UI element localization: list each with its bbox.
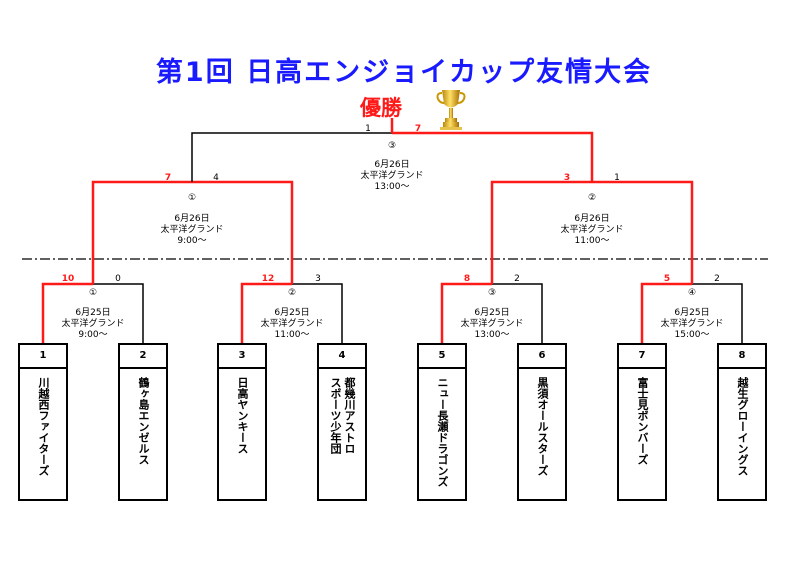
- sf1-venue: 太平洋グランド: [160, 225, 224, 235]
- team-name: 富士見ボンバーズ: [636, 377, 649, 465]
- sf1-match-number: ①: [187, 193, 197, 203]
- sf2-score-left: 3: [563, 173, 571, 183]
- team-number: 4: [319, 345, 365, 369]
- sf2-time: 11:00～: [574, 236, 610, 246]
- r1-m4-right: [692, 283, 743, 343]
- trophy-icon: [436, 90, 466, 130]
- team-box-4: 4 都幾川アストロ スポーツ少年団: [317, 343, 367, 501]
- r1-m2-score-right: 3: [315, 274, 321, 284]
- team-box-1: 1 川越西ファイターズ: [18, 343, 68, 501]
- r1-m2-match-number: ②: [287, 288, 297, 298]
- r1-m3-time: 13:00～: [474, 330, 510, 340]
- team-number: 5: [419, 345, 465, 369]
- r1-m4-venue: 太平洋グランド: [660, 319, 724, 329]
- r1-m4-left: [640, 282, 692, 343]
- team-number: 3: [219, 345, 265, 369]
- final-info: 6月26日 太平洋グランド 13:00～: [360, 160, 423, 193]
- team-name: 都幾川アストロ スポーツ少年団: [329, 377, 356, 454]
- r1-m1-score-left: 10: [61, 274, 75, 284]
- r1-m1-venue: 太平洋グランド: [61, 319, 125, 329]
- r1-m1-time: 9:00～: [78, 330, 108, 340]
- team-name: 越生グローイングス: [736, 377, 749, 476]
- tournament-title: 第1回 日高エンジョイカップ友情大会: [155, 57, 653, 88]
- r1-m4-match-number: ④: [687, 288, 697, 298]
- r1-m3-date: 6月25日: [474, 308, 510, 318]
- sf1-time: 9:00～: [177, 236, 207, 246]
- r1-m1-info: 6月25日 太平洋グランド 9:00～: [61, 308, 124, 341]
- final-date: 6月26日: [374, 160, 410, 170]
- team-number: 8: [719, 345, 765, 369]
- r1-m3-score-right: 2: [514, 274, 520, 284]
- team-name: 川越西ファイターズ: [37, 377, 50, 476]
- r1-m2-right: [292, 283, 343, 343]
- r1-m1-left: [41, 282, 93, 343]
- sf1-left: [91, 180, 192, 284]
- sf1-date: 6月26日: [174, 214, 210, 224]
- r1-m2-date: 6月25日: [274, 308, 310, 318]
- sf2-left: [490, 180, 592, 284]
- team-number: 2: [120, 345, 166, 369]
- sf1-score-right: 4: [213, 173, 219, 183]
- r1-m4-info: 6月25日 太平洋グランド 15:00～: [660, 308, 723, 341]
- sf1-score-left: 7: [164, 173, 172, 183]
- sf2-info: 6月26日 太平洋グランド 11:00～: [560, 214, 623, 247]
- team-box-7: 7 富士見ボンバーズ: [617, 343, 667, 501]
- final-score-left: 1: [365, 124, 371, 134]
- final-venue: 太平洋グランド: [360, 171, 424, 181]
- sf2-date: 6月26日: [574, 214, 610, 224]
- r1-m1-score-right: 0: [115, 274, 121, 284]
- team-name: 黒須オールスターズ: [536, 377, 549, 476]
- r1-m4-date: 6月25日: [674, 308, 710, 318]
- sf2-venue: 太平洋グランド: [560, 225, 624, 235]
- final-time: 13:00～: [374, 182, 410, 192]
- team-box-8: 8 越生グローイングス: [717, 343, 767, 501]
- r1-m2-score-left: 12: [261, 274, 275, 284]
- r1-m3-right: [492, 283, 543, 343]
- sf2-score-right: 1: [614, 173, 620, 183]
- r1-m4-score-right: 2: [714, 274, 720, 284]
- team-name: 日高ヤンキース: [236, 377, 249, 454]
- r1-m3-info: 6月25日 太平洋グランド 13:00～: [460, 308, 523, 341]
- r1-m4-score-left: 5: [663, 274, 671, 284]
- sf2-right: [592, 180, 694, 284]
- r1-m2-left: [240, 282, 292, 343]
- r1-m2-venue: 太平洋グランド: [260, 319, 324, 329]
- winner-label: 優勝: [360, 96, 402, 120]
- sf1-right: [192, 180, 294, 284]
- r1-m1-right: [93, 283, 144, 343]
- r1-m3-score-left: 8: [463, 274, 471, 284]
- team-name: ニュー長瀬ドラゴンズ: [436, 377, 449, 487]
- r1-m3-match-number: ③: [487, 288, 497, 298]
- team-box-5: 5 ニュー長瀬ドラゴンズ: [417, 343, 467, 501]
- team-number: 7: [619, 345, 665, 369]
- team-name: 鶴ヶ島エンゼルス: [137, 377, 150, 465]
- team-number: 6: [519, 345, 565, 369]
- team-box-2: 2 鶴ヶ島エンゼルス: [118, 343, 168, 501]
- team-box-3: 3 日高ヤンキース: [217, 343, 267, 501]
- sf2-match-number: ②: [587, 193, 597, 203]
- r1-m2-time: 11:00～: [274, 330, 310, 340]
- r1-m3-venue: 太平洋グランド: [460, 319, 524, 329]
- sf1-info: 6月26日 太平洋グランド 9:00～: [160, 214, 223, 247]
- final-left: [191, 132, 392, 182]
- final-right: [392, 131, 594, 182]
- r1-m3-left: [440, 282, 492, 343]
- r1-m4-time: 15:00～: [674, 330, 710, 340]
- team-box-6: 6 黒須オールスターズ: [517, 343, 567, 501]
- final-match-number: ③: [387, 141, 397, 151]
- r1-m1-match-number: ①: [88, 288, 98, 298]
- r1-m2-info: 6月25日 太平洋グランド 11:00～: [260, 308, 323, 341]
- r1-m1-date: 6月25日: [75, 308, 111, 318]
- team-number: 1: [20, 345, 66, 369]
- final-score-right: 7: [414, 124, 422, 134]
